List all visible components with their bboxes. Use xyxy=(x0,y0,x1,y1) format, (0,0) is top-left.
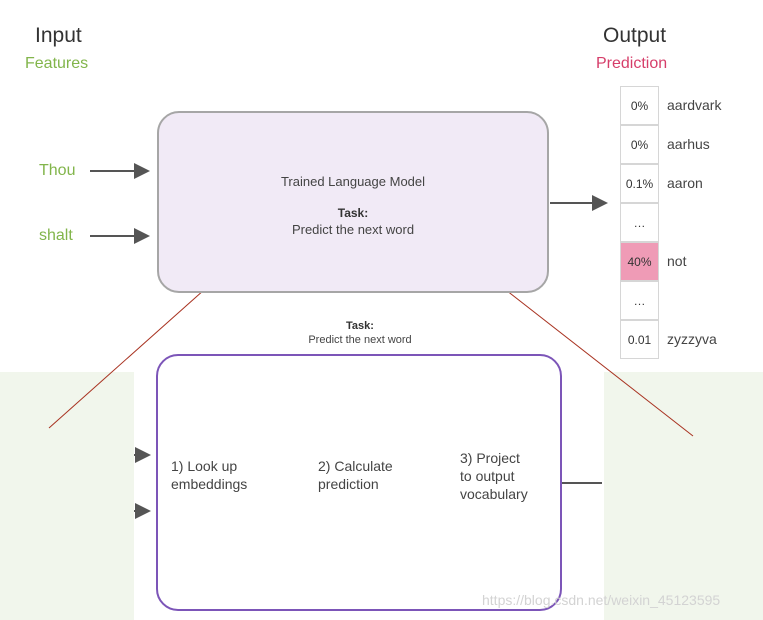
detail-task-text: Predict the next word xyxy=(308,334,412,346)
model-box: Trained Language Model Task: Predict the… xyxy=(157,111,549,293)
vocab-word: aardvark xyxy=(667,97,722,113)
step-calculate-prediction: 2) Calculate prediction xyxy=(318,458,393,492)
input-word-shalt: shalt xyxy=(39,227,73,244)
detail-box xyxy=(156,354,562,611)
vocab-prob-highlighted: 40% xyxy=(620,242,659,281)
watermark: https://blog.csdn.net/weixin_45123595 xyxy=(482,592,721,608)
vocab-word: zyzzyva xyxy=(667,331,717,347)
input-word-thou: Thou xyxy=(39,162,76,179)
step-lookup-embeddings: 1) Look up embeddings xyxy=(171,458,248,492)
output-title: Output xyxy=(603,24,667,47)
prediction-label: Prediction xyxy=(596,55,668,72)
model-task-text: Predict the next word xyxy=(291,222,415,237)
input-title: Input xyxy=(35,24,82,47)
vocab-prob: 0.1% xyxy=(620,164,659,203)
vocab-word: aarhus xyxy=(667,136,710,152)
detail-task-label: Task: xyxy=(346,320,374,332)
detail-background xyxy=(134,358,604,620)
vocab-word: aaron xyxy=(667,175,703,191)
vocab-word-predicted: not xyxy=(667,253,687,269)
model-name: Trained Language Model xyxy=(280,174,426,189)
step-project-vocabulary: 3) Project to output vocabulary xyxy=(460,450,528,502)
features-label: Features xyxy=(25,55,89,72)
vocab-prob: 0.01 xyxy=(620,320,659,359)
vocab-prob: 0% xyxy=(620,125,659,164)
vocab-ellipsis: … xyxy=(620,203,659,242)
vocab-ellipsis: … xyxy=(620,281,659,320)
vocab-prob: 0% xyxy=(620,86,659,125)
model-task-label: Task: xyxy=(337,206,369,220)
